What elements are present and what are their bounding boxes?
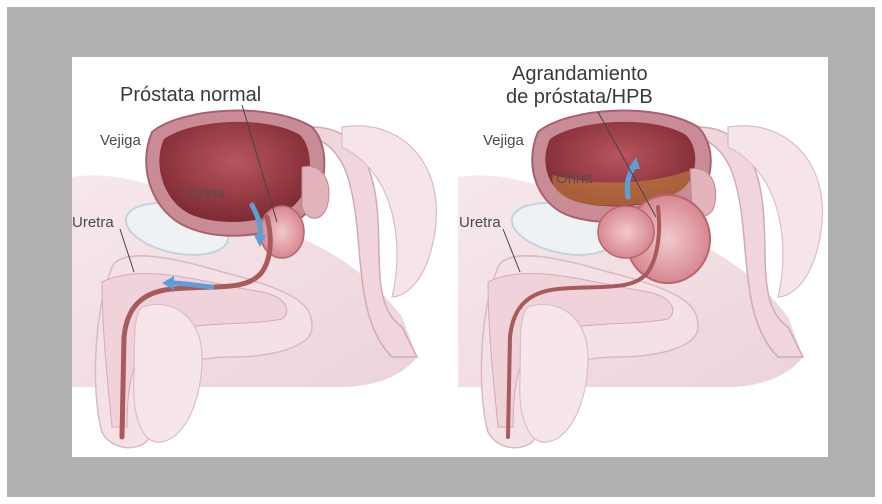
right-scrotum [520, 304, 588, 442]
right-panel [458, 111, 822, 448]
right-prostate-lobe-left [598, 206, 654, 258]
right-urine-label: Orina [556, 171, 593, 186]
right-bladder-label: Vejiga [483, 133, 524, 148]
left-scrotum [134, 304, 202, 442]
left-prostate [260, 206, 304, 258]
right-title-line1: Agrandamiento [512, 63, 648, 86]
anatomy-illustration [72, 57, 828, 457]
illustration-card: Próstata normal Vejiga Orina Uretra Agra… [72, 57, 828, 457]
right-title-line2: de próstata/HPB [506, 86, 653, 109]
right-urethra-label: Uretra [459, 215, 501, 230]
left-bladder-label: Vejiga [100, 133, 141, 148]
left-urine-label: Orina [188, 186, 225, 201]
left-seminal-vesicle [302, 166, 329, 218]
left-urethra-label: Uretra [72, 215, 114, 230]
left-title: Próstata normal [120, 85, 261, 105]
left-panel [72, 105, 436, 448]
